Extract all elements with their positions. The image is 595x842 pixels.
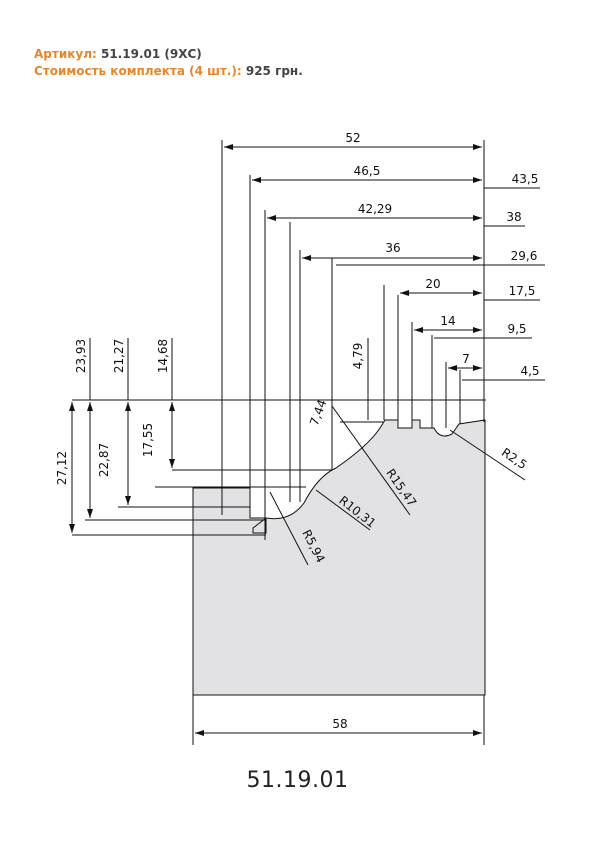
dim-27-12: 27,12: [55, 451, 69, 485]
dim-38: 38: [506, 210, 521, 224]
product-code-caption: 51.19.01: [246, 768, 349, 793]
cost-line: Стоимость комплекта (4 шт.): 925 грн.: [34, 63, 303, 80]
cost-label: Стоимость комплекта (4 шт.):: [34, 64, 242, 78]
dim-43-5: 43,5: [512, 172, 539, 186]
dim-4-5: 4,5: [520, 364, 539, 378]
article-line: Артикул: 51.19.01 (9ХС): [34, 46, 303, 63]
dim-17-5: 17,5: [509, 284, 536, 298]
dim-58: 58: [332, 717, 347, 731]
dim-42-29: 42,29: [358, 202, 392, 216]
product-header: Артикул: 51.19.01 (9ХС) Стоимость компле…: [34, 46, 303, 80]
dim-4-79: 4,79: [351, 343, 365, 370]
cost-value: 925 грн.: [245, 64, 303, 78]
article-value: 51.19.01 (9ХС): [100, 47, 202, 61]
dim-46-5: 46,5: [354, 164, 381, 178]
dim-9-5: 9,5: [507, 322, 526, 336]
dim-14: 14: [440, 314, 455, 328]
article-label: Артикул:: [34, 47, 97, 61]
dim-21-27: 21,27: [112, 339, 126, 373]
radius-2-5: R2,5: [499, 445, 530, 472]
dim-7: 7: [462, 352, 470, 366]
dim-29-6: 29,6: [511, 249, 538, 263]
dim-23-93: 23,93: [74, 339, 88, 373]
dim-7-44: 7,44: [307, 398, 329, 428]
dim-17-55: 17,55: [141, 423, 155, 457]
dim-22-87: 22,87: [97, 443, 111, 477]
dim-52: 52: [345, 131, 360, 145]
dim-36: 36: [385, 241, 400, 255]
dim-20: 20: [425, 277, 440, 291]
cutter-profile-shape: [192, 419, 486, 696]
dim-14-68: 14,68: [156, 339, 170, 373]
